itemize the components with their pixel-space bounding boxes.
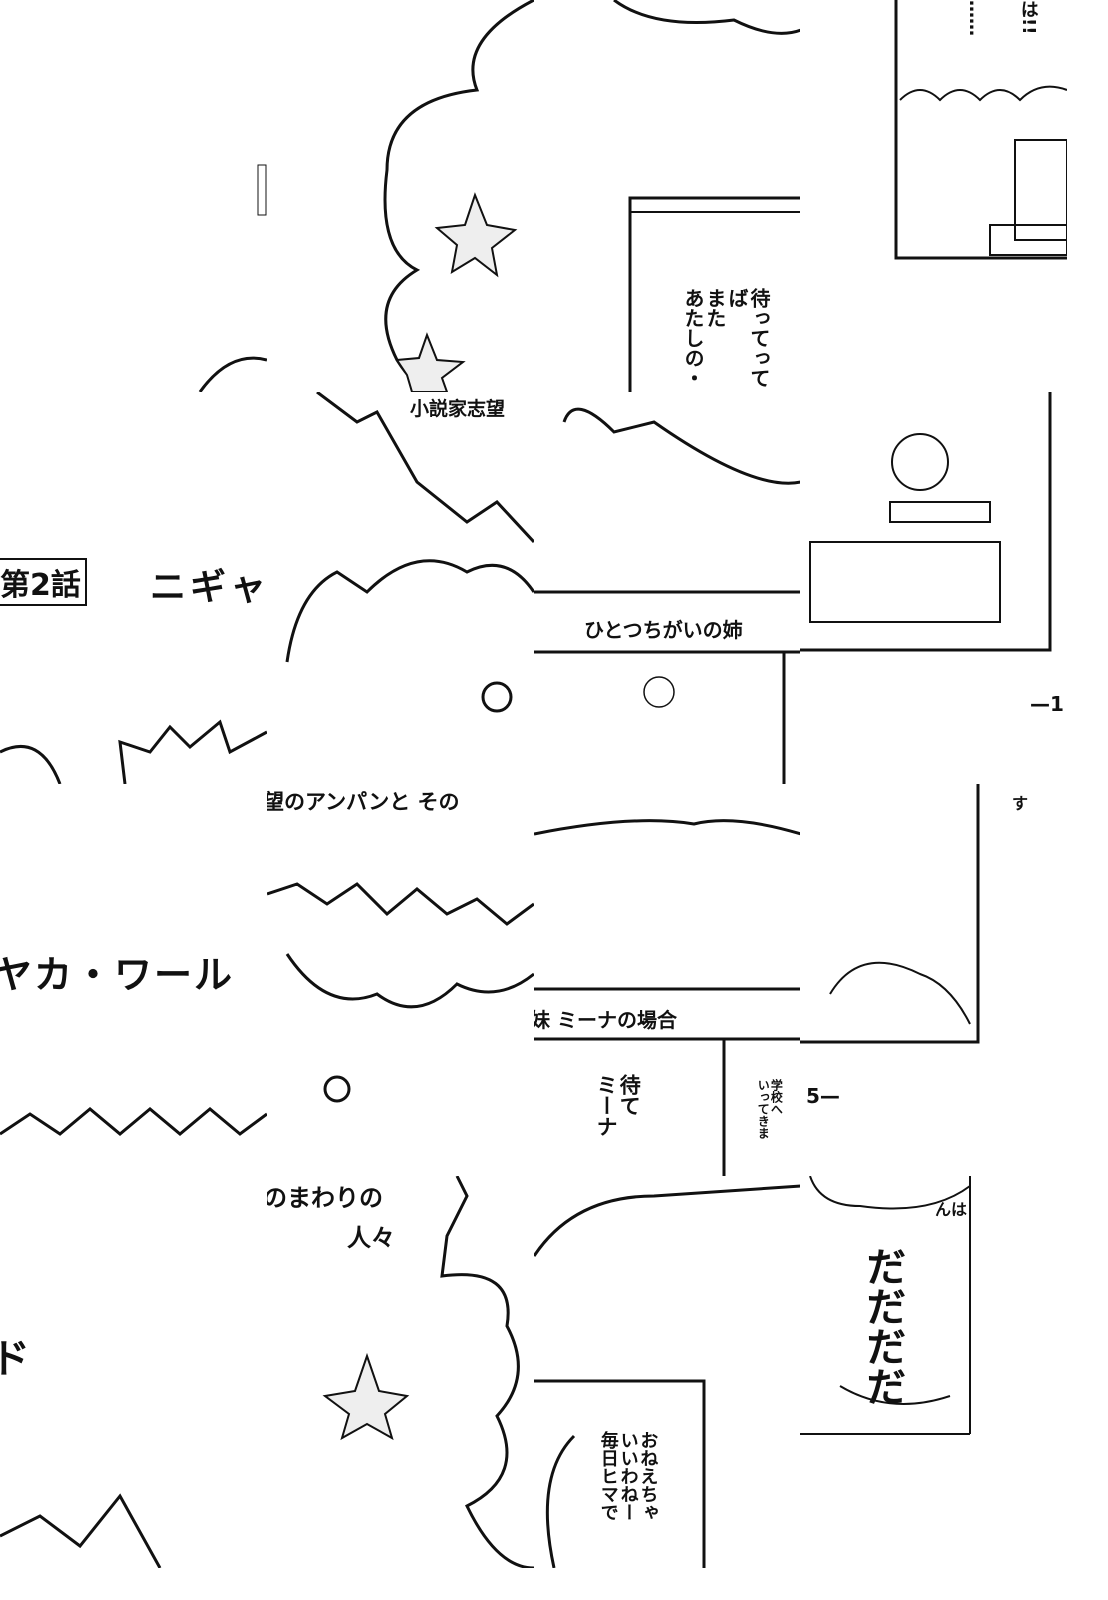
face-closeup xyxy=(285,392,534,713)
caption-text-2: 妹 ミーナの場合 xyxy=(534,1008,677,1032)
star-icon xyxy=(322,1352,410,1441)
tile-caption-1: ひとつちがいの姉 xyxy=(534,392,801,784)
page-number-2: 5— xyxy=(806,1084,840,1108)
speech-bubble-1: 待ってってば また あたしの・ xyxy=(681,288,771,392)
ellipsis-text: …… xyxy=(964,0,986,36)
speech-line: いいわねー xyxy=(617,1431,639,1521)
star-icon xyxy=(395,332,466,392)
speech-line: 待ってってば xyxy=(725,288,771,388)
speech-line: 毎日ヒマで xyxy=(597,1431,619,1521)
tile-subtitle-1: 小説家志望 xyxy=(267,392,534,784)
speech-line: あたしの・ xyxy=(681,288,705,388)
tile-title-cloud-top xyxy=(0,0,267,392)
title-text-1: ニギャ xyxy=(150,567,267,608)
tile-subtitle-3: のまわりの 人々 xyxy=(267,1176,534,1568)
speedlines xyxy=(800,1176,971,1435)
tile-house-exclaim: …… は!! xyxy=(800,0,1067,392)
tile-cloud-stars xyxy=(267,0,534,392)
speech-bubble-4: おねえちゃ いいわねー 毎日ヒマで xyxy=(597,1431,659,1521)
tile-title-3: ド xyxy=(0,1176,267,1568)
title-text-2: ヤカ・ワール xyxy=(0,953,235,997)
hand-drawing xyxy=(534,407,801,784)
cloud-with-stars xyxy=(322,1176,534,1568)
hand-drawing xyxy=(534,819,801,1176)
tile-chapter-title: 第2話 ニギャ xyxy=(0,392,267,784)
exclaim-text: は!! xyxy=(1017,0,1039,35)
tile-caption-2: 妹 ミーナの場合 待て ミーナ 学校へ いってきま xyxy=(534,784,801,1176)
subtitle-text-3b: 人々 xyxy=(347,1224,395,1252)
panel-frame xyxy=(613,0,801,392)
tile-leaving: す 5— xyxy=(800,784,1067,1176)
speech-line: 学校へ xyxy=(769,1079,784,1115)
speech-bubble-2: 待て ミーナ xyxy=(594,1074,642,1137)
cloud-outline xyxy=(198,164,267,392)
panel-frame xyxy=(534,1184,801,1568)
zigzag-outline xyxy=(0,1493,162,1568)
subtitle-text-3a: のまわりの xyxy=(267,1184,383,1212)
zigzag-outline xyxy=(0,1107,267,1136)
sun-icon xyxy=(643,676,675,708)
subtitle-text-2: 望のアンパンと その xyxy=(267,790,460,814)
eye-icon xyxy=(481,681,513,713)
speech-nha: んは xyxy=(935,1200,968,1219)
balcony-drawing xyxy=(800,392,1052,652)
speech-line: ミーナ xyxy=(594,1074,619,1137)
speech-line: 待て xyxy=(617,1074,642,1116)
tile-sister-talk: おねえちゃ いいわねー 毎日ヒマで xyxy=(534,1176,801,1568)
sfx-su: す xyxy=(1012,794,1029,813)
cloud-with-stars xyxy=(383,0,534,392)
chapter-number: 第2話 xyxy=(0,558,87,606)
face-closeup xyxy=(267,882,534,1103)
tile-panel-waitup: 待ってってば また あたしの・ xyxy=(534,0,801,392)
tile-running: んは だだだだ xyxy=(800,1176,1067,1568)
zigzag-outline xyxy=(0,719,267,784)
title-text-3: ド xyxy=(0,1336,30,1382)
subtitle-text-1: 小説家志望 xyxy=(410,398,506,420)
sfx-run: だだだだ xyxy=(859,1246,905,1406)
eye-icon xyxy=(323,1075,351,1103)
tile-balcony: —1 xyxy=(800,392,1067,784)
caption-text-1: ひとつちがいの姉 xyxy=(584,618,743,642)
tile-title-2: ヤカ・ワール xyxy=(0,784,267,1176)
page-number-1: —1 xyxy=(1030,692,1064,716)
star-icon xyxy=(434,192,518,278)
house-drawing xyxy=(800,784,980,1044)
speech-line: いってきま xyxy=(756,1079,771,1139)
speech-line: また xyxy=(703,288,727,328)
speech-line: おねえちゃ xyxy=(637,1431,659,1521)
speech-bubble-3: 学校へ いってきま xyxy=(756,1079,784,1139)
tile-subtitle-2: 望のアンパンと その xyxy=(267,784,534,1176)
house-drawing xyxy=(894,0,1067,260)
